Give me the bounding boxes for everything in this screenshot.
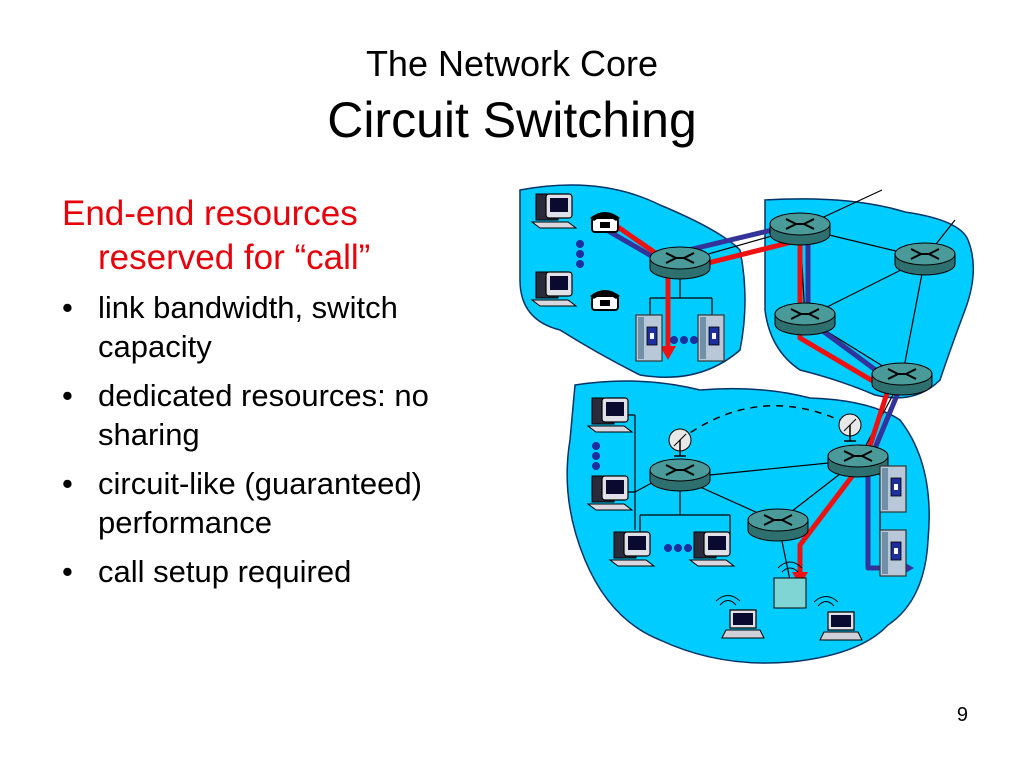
bullet-text: link bandwidth, switch capacity — [98, 290, 398, 364]
telephone-icon — [589, 289, 621, 311]
telephone-icon — [589, 211, 621, 233]
lead-text: End-end resources reserved for “call” — [62, 194, 371, 277]
network-cloud-top-left — [519, 184, 746, 378]
slide-title-line2: Circuit Switching — [327, 92, 697, 148]
router-icon — [747, 508, 809, 542]
desktop-computer-icon — [587, 475, 633, 511]
router-icon — [769, 212, 831, 246]
slide-content: End-end resources reserved for “call” • … — [62, 192, 502, 601]
slide-title-line1: The Network Core — [365, 43, 659, 84]
circuit-path-red-branch-arrow — [660, 346, 676, 360]
desktop-computer-icon — [531, 193, 577, 229]
satellite-link — [679, 404, 851, 441]
network-diagram — [519, 184, 975, 664]
bullet-item: • link bandwidth, switch capacity — [62, 288, 502, 366]
router-icon — [871, 362, 933, 396]
server-icon — [697, 314, 725, 362]
wireless-signal — [715, 595, 839, 607]
ellipsis-dots — [670, 336, 698, 344]
slide-number: 9 — [956, 704, 968, 726]
bullet-dot: • — [62, 554, 73, 589]
bullet-dot: • — [62, 466, 73, 501]
ellipsis-dots — [664, 544, 692, 552]
bullet-item: • call setup required — [62, 552, 502, 591]
ellipsis-dots — [576, 240, 584, 268]
bullet-text: dedicated resources: no sharing — [98, 378, 429, 452]
desktop-computer-icon — [587, 397, 633, 433]
ellipsis-dots — [592, 442, 600, 470]
desktop-computer-icon — [531, 271, 577, 307]
server-icon — [879, 529, 907, 577]
router-icon — [649, 246, 711, 280]
bullet-text: circuit-like (guaranteed) performance — [98, 466, 422, 540]
server-icon — [635, 314, 663, 362]
router-icon — [649, 458, 711, 492]
bullet-list: • link bandwidth, switch capacity • dedi… — [62, 288, 502, 591]
bullet-item: • dedicated resources: no sharing — [62, 376, 502, 454]
router-icon — [894, 242, 956, 276]
bullet-item: • circuit-like (guaranteed) performance — [62, 464, 502, 542]
bullet-text: call setup required — [98, 554, 352, 589]
bullet-dot: • — [62, 290, 73, 325]
router-icon — [827, 444, 889, 478]
server-icon — [879, 465, 907, 513]
desktop-computer-icon — [609, 531, 655, 567]
desktop-computer-icon — [689, 531, 735, 567]
wireless-access-point-icon — [773, 561, 807, 609]
bullet-dot: • — [62, 378, 73, 413]
router-icon — [774, 302, 836, 336]
